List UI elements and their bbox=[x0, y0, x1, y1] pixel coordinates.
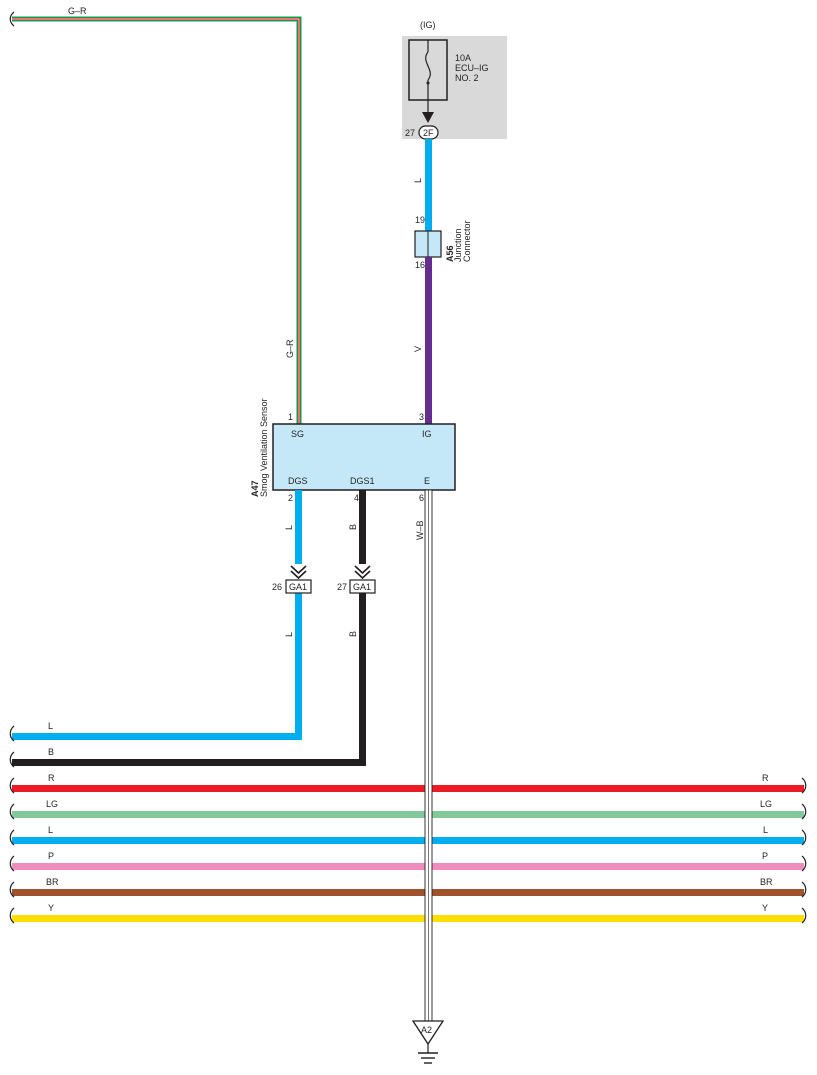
bus-label-right-y: Y bbox=[762, 903, 768, 913]
wire-break-icon bbox=[9, 11, 15, 27]
bus-label-left-lg: LG bbox=[46, 799, 58, 809]
wire-label-v: V bbox=[413, 346, 423, 352]
chevron-down-icon bbox=[290, 570, 307, 580]
wire-label-w-b: W–B bbox=[415, 520, 425, 540]
junction-code: A56 bbox=[445, 245, 455, 262]
bus-p bbox=[12, 863, 804, 870]
bus-label-left-p: P bbox=[48, 851, 54, 861]
fuse-label-line2: ECU–IG bbox=[455, 63, 489, 73]
wire-g-r bbox=[9, 11, 302, 424]
bus-break-marks-right bbox=[801, 777, 807, 924]
fuse-box-background bbox=[402, 36, 507, 139]
bus-label-right-r: R bbox=[762, 773, 769, 783]
ground-a2: A2 bbox=[411, 1020, 445, 1064]
wire-label-l-top: L bbox=[413, 178, 423, 183]
bus-l bbox=[12, 837, 804, 844]
ground-code: A2 bbox=[421, 1025, 432, 1035]
sensor-pin-dgs-name: DGS bbox=[288, 476, 308, 486]
connector-ga1-b-box bbox=[349, 579, 376, 594]
bus-label-right-br: BR bbox=[760, 877, 773, 887]
bus-label-left-l: L bbox=[48, 721, 53, 731]
fuse-icon bbox=[425, 51, 431, 81]
sensor-pin-dgs-num: 2 bbox=[288, 493, 293, 503]
connector-ga1-a: 26 GA1 bbox=[272, 565, 312, 594]
junction-name-line2: Connector bbox=[462, 220, 472, 262]
sensor-code: A47 bbox=[250, 480, 260, 497]
wire-break-icon bbox=[9, 803, 15, 820]
junction-pin-bottom: 16 bbox=[415, 260, 425, 270]
chevron-down-icon bbox=[354, 565, 371, 575]
power-connector-pin: 27 bbox=[405, 128, 415, 138]
wire-label-gr-vertical: G–R bbox=[285, 339, 295, 358]
wire-b-dgs1 bbox=[12, 490, 366, 766]
wire-w-b bbox=[424, 489, 433, 1023]
sensor-pin-sg-num: 1 bbox=[288, 412, 293, 422]
sensor-pin-e-num: 6 bbox=[419, 493, 424, 503]
junction-name-line1: Junction bbox=[453, 228, 463, 262]
connector-ga1-b-pin: 27 bbox=[337, 582, 347, 592]
sensor-pin-ig-name: IG bbox=[422, 429, 432, 439]
wire-break-icon bbox=[801, 777, 807, 794]
wire-break-icon bbox=[801, 881, 807, 898]
chevron-down-icon bbox=[290, 565, 307, 575]
chevron-down-icon bbox=[354, 570, 371, 580]
wire-v bbox=[425, 257, 432, 424]
wire-break-icon bbox=[9, 907, 15, 924]
wire-label-gr-top: G–R bbox=[68, 6, 87, 16]
sensor-pin-e-name: E bbox=[424, 476, 430, 486]
wire-break-icon bbox=[801, 907, 807, 924]
power-source-area: (IG) 10A ECU–IG NO. 2 27 2F bbox=[402, 20, 507, 140]
bus-br bbox=[12, 889, 804, 896]
wire-l-dgs bbox=[12, 490, 302, 740]
connector-ga1-b-code: GA1 bbox=[353, 582, 371, 592]
bus-r bbox=[12, 785, 804, 792]
bus-label-left-l2: L bbox=[48, 825, 53, 835]
sensor-pin-sg-name: SG bbox=[291, 429, 304, 439]
wire-label-b-upper: B bbox=[348, 524, 358, 530]
bus-label-left-y: Y bbox=[48, 903, 54, 913]
smog-ventilation-sensor: 1 SG 3 IG DGS DGS1 E 2 4 6 A47 Smog Vent… bbox=[250, 398, 456, 503]
junction-connector: 19 16 A56 Junction Connector bbox=[414, 215, 472, 270]
connector-ga1-a-box bbox=[285, 579, 312, 594]
bus-label-right-p: P bbox=[762, 851, 768, 861]
sensor-pin-dgs1-name: DGS1 bbox=[350, 476, 375, 486]
wire-break-icon bbox=[9, 829, 15, 846]
wire-break-icon bbox=[9, 777, 15, 794]
wire-label-l-dgs-upper: L bbox=[284, 525, 294, 530]
ground-triangle bbox=[411, 1020, 445, 1046]
wire-break-icon bbox=[9, 855, 15, 872]
arrow-down-icon bbox=[422, 112, 434, 123]
sensor-pin-dgs1-num: 4 bbox=[354, 493, 359, 503]
fuse-label-line1: 10A bbox=[455, 53, 471, 63]
fuse-label-line3: NO. 2 bbox=[455, 73, 479, 83]
sensor-body bbox=[272, 423, 456, 491]
bus-label-left-r: R bbox=[48, 773, 55, 783]
connector-ga1-a-code: GA1 bbox=[289, 582, 307, 592]
sensor-name: Smog Ventilation Sensor bbox=[259, 398, 269, 497]
bus-labels: L B R R LG LG L L P P BR BR Y Y bbox=[46, 721, 773, 913]
bus-label-right-l2: L bbox=[763, 825, 768, 835]
connector-ga1-a-pin: 26 bbox=[272, 582, 282, 592]
power-connector-code: 2F bbox=[423, 128, 434, 138]
bus-label-left-br: BR bbox=[46, 877, 59, 887]
wire-break-icon bbox=[801, 855, 807, 872]
bus-label-left-b: B bbox=[48, 747, 54, 757]
wire-break-icon bbox=[9, 725, 15, 742]
wire-l-fuse-to-junction bbox=[425, 139, 432, 231]
connector-ga1-b: 27 GA1 bbox=[337, 565, 376, 594]
bus-break-marks-left bbox=[9, 725, 15, 924]
bus-lg bbox=[12, 811, 804, 818]
ig-label: (IG) bbox=[420, 20, 436, 30]
sensor-pin-ig-num: 3 bbox=[419, 412, 424, 422]
wire-break-icon bbox=[801, 803, 807, 820]
wire-break-icon bbox=[801, 829, 807, 846]
wire-label-b-lower: B bbox=[348, 631, 358, 637]
bus-y bbox=[12, 915, 804, 922]
junction-pin-top: 19 bbox=[415, 215, 425, 225]
wire-label-l-dgs-lower: L bbox=[284, 632, 294, 637]
bus-label-right-lg: LG bbox=[760, 799, 772, 809]
wire-break-icon bbox=[9, 751, 15, 768]
wire-break-icon bbox=[9, 881, 15, 898]
